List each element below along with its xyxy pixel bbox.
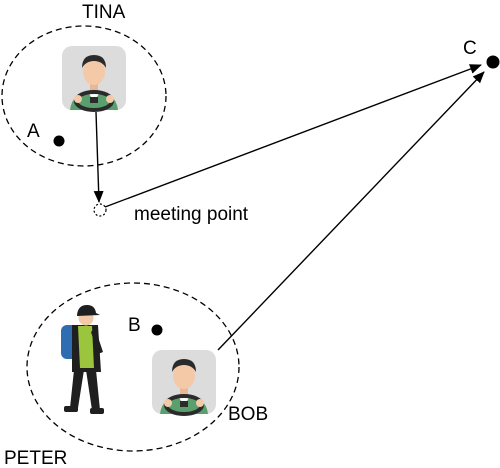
point-b-label: B: [128, 315, 141, 336]
tina-driver-avatar-icon: [60, 44, 128, 112]
tina-label: TINA: [82, 2, 126, 23]
tina-region: [1, 25, 167, 167]
bob-driver-avatar-icon: [150, 348, 218, 416]
peter-bob-region: [26, 282, 240, 452]
arrow-tina-to-meeting-point: [93, 111, 104, 203]
point-c-dot: [486, 55, 500, 69]
peter-label: PETER: [4, 448, 67, 468]
bob-label: BOB: [228, 404, 268, 425]
meeting-point-marker: [93, 203, 107, 217]
point-a-dot: [53, 135, 65, 147]
peter-hiker-icon: [61, 305, 104, 414]
arrow-meeting-point-to-c: [104, 64, 482, 208]
point-b-dot: [151, 324, 163, 336]
meeting-point-label: meeting point: [134, 204, 249, 225]
point-c-label: C: [463, 38, 477, 59]
point-a-label: A: [27, 121, 40, 142]
arrow-bob-to-c: [217, 71, 485, 351]
